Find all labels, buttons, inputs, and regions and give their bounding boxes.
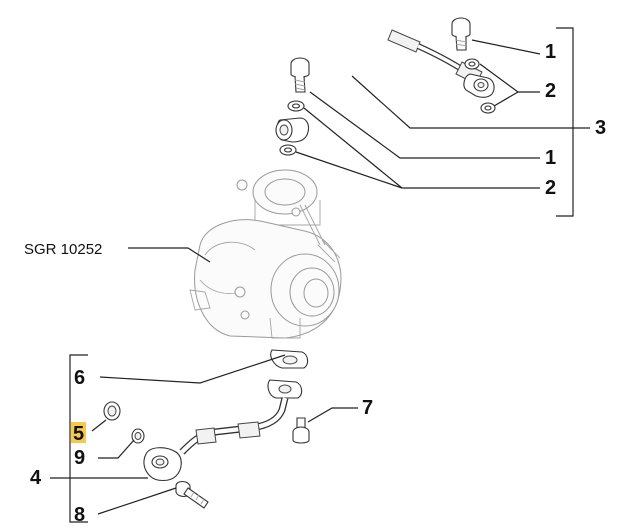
callout-4: 4: [30, 467, 42, 489]
callout-2-top: 2: [545, 80, 556, 102]
drain-bolt-7: [292, 417, 310, 444]
callout-2-mid: 2: [545, 177, 556, 199]
callout-5-highlight: [71, 422, 86, 443]
washer-upper-b: [480, 102, 496, 114]
callout-7: 7: [362, 397, 373, 419]
turbocharger-drawing: [189, 169, 342, 339]
drain-gasket: [270, 349, 309, 369]
callout-labels: 1 2 3 1 2 SGR 10252 6 5 9 4 7 8: [24, 41, 606, 526]
callout-9: 9: [74, 447, 85, 469]
drain-pipe: [143, 379, 303, 482]
drain-bolt-8: [175, 480, 209, 509]
banjo-fitting-lower: [275, 117, 310, 143]
washer-lower-a: [287, 100, 305, 112]
callout-5: 5: [73, 423, 84, 445]
callout-1-top: 1: [545, 41, 556, 63]
callout-3: 3: [595, 117, 606, 139]
banjo-bolt-lower: [290, 57, 310, 93]
callout-1-mid: 1: [545, 147, 556, 169]
seal-ring-5: [103, 401, 121, 421]
banjo-bolt-upper: [451, 17, 471, 51]
leader-lines: [50, 27, 590, 523]
washer-upper-a: [464, 58, 480, 70]
callout-sgr-10252: SGR 10252: [24, 241, 102, 258]
seal-ring-9: [131, 428, 145, 444]
callout-6: 6: [74, 367, 85, 389]
washer-lower-b: [279, 144, 297, 156]
callout-8: 8: [74, 504, 85, 526]
banjo-fitting-upper: [463, 73, 495, 98]
